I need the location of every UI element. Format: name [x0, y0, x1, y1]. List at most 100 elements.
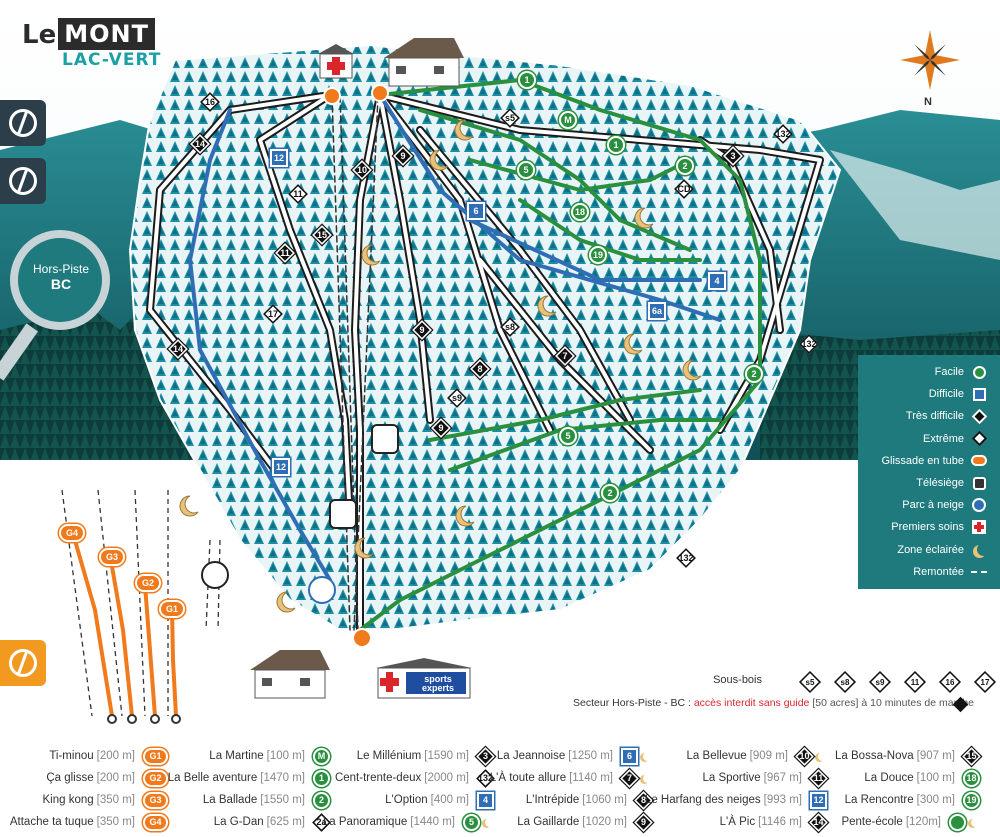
trail-index-marker: 11: [809, 768, 828, 788]
trail-marker-black[interactable]: 8: [470, 359, 490, 379]
trail-index-marker: G3: [143, 791, 168, 809]
trail-index-entry: La G-Dan[625 m]2a: [213, 812, 331, 832]
trail-marker-double[interactable]: 17: [263, 304, 283, 324]
trail-name: L'Intrépide: [525, 794, 580, 806]
sous-bois-marker[interactable]: 17: [973, 670, 997, 694]
logo-subtitle: LAC-VERT: [62, 50, 162, 70]
trail-index-marker: 15: [962, 746, 981, 766]
trail-index-entry: La Jeannoise[1250 m]6: [497, 746, 652, 766]
sous-bois-marker[interactable]: s9: [868, 670, 892, 694]
trail-marker-easy[interactable]: 19: [589, 246, 607, 264]
tube-lane-marker[interactable]: G4: [59, 524, 85, 542]
trail-index-entry: La Rencontre[300 m]19: [845, 790, 980, 810]
trail-index-entry: King kong[350 m]G3: [42, 790, 168, 810]
trail-marker-double[interactable]: CD: [674, 179, 694, 199]
trail-index-entry: La Belle aventure[1470 m]1: [168, 768, 330, 788]
trail-index-marker: G1: [143, 747, 168, 765]
trail-marker-easy[interactable]: 5: [517, 161, 535, 179]
trail-marker-easy[interactable]: 5: [559, 427, 577, 445]
trail-marker-easy[interactable]: 2: [745, 365, 763, 383]
slash-icon: [9, 109, 37, 137]
legend-label: Zone éclairée: [897, 543, 964, 556]
legend-label: Glissade en tube: [881, 454, 964, 467]
trail-name: La G-Dan: [213, 816, 264, 828]
trail-marker-difficult[interactable]: 12: [270, 149, 288, 167]
toolbar-tab-3[interactable]: [0, 640, 46, 686]
trail-marker-double[interactable]: 132: [773, 124, 793, 144]
trail-index-entry: Ça glisse[200 m]G2: [46, 768, 168, 788]
trail-index-marker: [949, 813, 966, 831]
legend-item: Premiers soins: [891, 516, 988, 538]
legend-item: Très difficile: [906, 405, 988, 427]
trail-name: La Bossa-Nova: [835, 750, 914, 762]
sous-bois-marker[interactable]: s8: [833, 670, 857, 694]
trail-index-marker: 10: [795, 746, 814, 766]
legend-label: Extrême: [923, 432, 964, 445]
trail-name: King kong: [42, 794, 94, 806]
trail-index-marker: 6: [621, 747, 638, 765]
trail-marker-easy[interactable]: 1: [518, 71, 536, 89]
trail-name: L'À Pic: [719, 816, 756, 828]
trail-marker-double[interactable]: s9: [447, 388, 467, 408]
tube-lane-marker[interactable]: G1: [159, 600, 185, 618]
trail-length: [1590 m]: [424, 750, 469, 762]
tube-lane-marker[interactable]: G2: [135, 574, 161, 592]
trail-marker-black[interactable]: 9: [431, 418, 451, 438]
trail-marker-black[interactable]: 14: [190, 134, 210, 154]
trail-marker-double[interactable]: 132: [676, 548, 696, 568]
trail-marker-black[interactable]: 14: [168, 339, 188, 359]
legend-item: Glissade en tube: [881, 450, 988, 472]
legend-label: Premiers soins: [891, 521, 964, 534]
trail-index-marker: G4: [143, 813, 168, 831]
trail-marker-black[interactable]: 11: [275, 243, 295, 263]
trail-index-marker: 19: [963, 791, 980, 809]
tube-lane-marker[interactable]: G3: [99, 548, 125, 566]
toolbar-tab-1[interactable]: [0, 100, 46, 146]
sous-bois-marker[interactable]: s5: [798, 670, 822, 694]
trail-marker-easy[interactable]: 18: [571, 203, 589, 221]
trail-marker-black[interactable]: 3: [723, 146, 743, 166]
trail-marker-double[interactable]: s8: [500, 317, 520, 337]
trail-marker-double[interactable]: 132: [799, 334, 819, 354]
trail-name: Ti-minou: [49, 750, 94, 762]
trail-marker-easy[interactable]: M: [559, 111, 577, 129]
trail-marker-double[interactable]: 11: [288, 184, 308, 204]
sports-experts-logo: sports experts: [410, 675, 466, 693]
trail-marker-black[interactable]: 15: [312, 225, 332, 245]
trail-length: [909 m]: [749, 750, 788, 762]
moon-icon: [971, 818, 980, 827]
trail-index-entry: La Bossa-Nova[907 m]15: [835, 746, 981, 766]
trail-marker-double[interactable]: s5: [500, 108, 520, 128]
trail-length: [100 m]: [266, 750, 305, 762]
trail-marker-difficult[interactable]: 12: [272, 458, 290, 476]
trail-marker-black[interactable]: 9: [412, 320, 432, 340]
sous-bois-marker[interactable]: 11: [903, 670, 927, 694]
trail-index-marker: 2: [313, 791, 330, 809]
trail-length: [1060 m]: [582, 794, 627, 806]
trail-marker-easy[interactable]: 2: [676, 157, 694, 175]
trail-name: La Douce: [864, 772, 914, 784]
trail-marker-black[interactable]: 7: [555, 346, 575, 366]
sous-bois-marker[interactable]: 16: [938, 670, 962, 694]
hors-piste-line1: Hors-Piste: [32, 262, 89, 276]
trail-name: Le Harfang des neiges: [644, 794, 761, 806]
toolbar-tab-2[interactable]: [0, 158, 46, 204]
resort-logo: Le MONT LAC-VERT: [22, 18, 161, 70]
orange-pill-symbol: [970, 452, 988, 470]
trail-length: [993 m]: [763, 794, 802, 806]
legend-item: Facile: [935, 361, 988, 383]
trail-name: La Bellevue: [686, 750, 747, 762]
trail-marker-black[interactable]: 10: [352, 160, 372, 180]
tube-icon: [9, 649, 37, 677]
trail-name: La Ballade: [202, 794, 258, 806]
trail-index-entry: L'Option[400 m]4: [385, 790, 494, 810]
trail-marker-difficult[interactable]: 4: [708, 272, 726, 290]
trail-index-marker: 1: [313, 769, 330, 787]
trail-marker-easy[interactable]: 1: [607, 136, 625, 154]
trail-marker-difficult[interactable]: 6a: [648, 302, 666, 320]
trail-marker-difficult[interactable]: 6: [467, 202, 485, 220]
trail-marker-easy[interactable]: 2: [601, 484, 619, 502]
legend-label: Remontée: [913, 565, 964, 578]
trail-marker-black[interactable]: 9: [393, 146, 413, 166]
trail-marker-double[interactable]: 16: [200, 92, 220, 112]
